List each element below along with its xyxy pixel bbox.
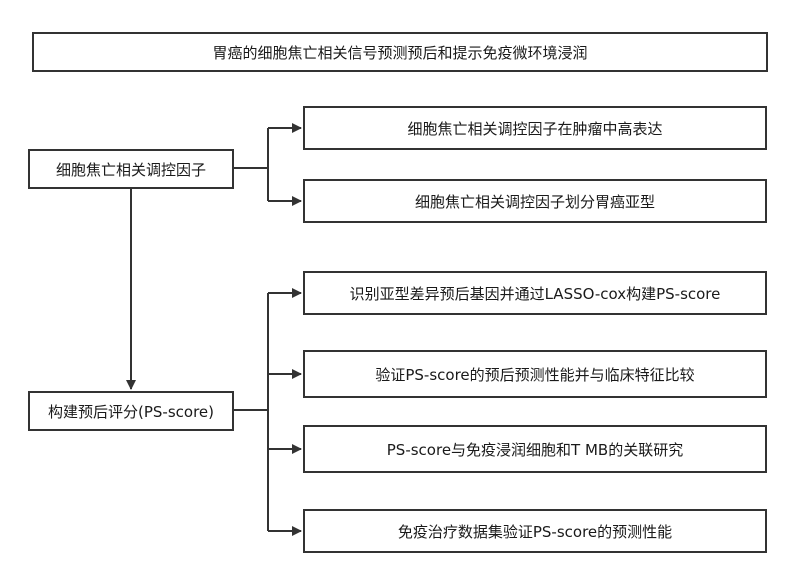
- node-immune-tmb: PS-score与免疫浸润细胞和T MB的关联研究: [303, 425, 767, 473]
- node-high-expression: 细胞焦亡相关调控因子在肿瘤中高表达: [303, 106, 767, 150]
- node-prognostic-score: 构建预后评分(PS-score): [28, 391, 234, 431]
- node-subtype-classification: 细胞焦亡相关调控因子划分胃癌亚型: [303, 179, 767, 223]
- node-immunotherapy-validation: 免疫治疗数据集验证PS-score的预测性能: [303, 509, 767, 553]
- diagram-title: 胃癌的细胞焦亡相关信号预测预后和提示免疫微环境浸润: [32, 32, 768, 72]
- node-pyroptosis-regulators: 细胞焦亡相关调控因子: [28, 149, 234, 189]
- node-validation-clinical: 验证PS-score的预后预测性能并与临床特征比较: [303, 350, 767, 398]
- node-lasso-cox: 识别亚型差异预后基因并通过LASSO-cox构建PS-score: [303, 271, 767, 315]
